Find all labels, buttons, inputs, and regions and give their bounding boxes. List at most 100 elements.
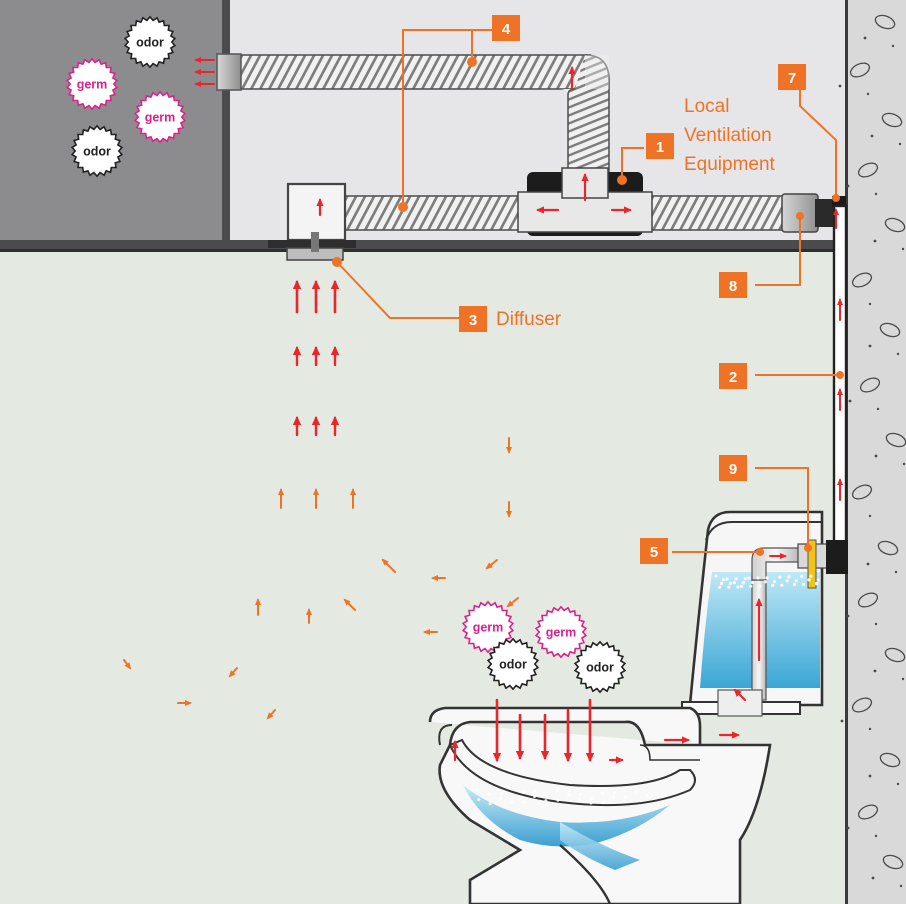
airflow-arrow-icon — [306, 608, 312, 624]
badge-number: 3 — [469, 312, 477, 329]
airflow-arrow-icon — [266, 709, 276, 720]
badge-number: 8 — [729, 278, 737, 295]
exhaust-outlet-grille — [216, 53, 242, 91]
odor-label: odor — [499, 658, 527, 672]
concrete-wall — [838, 0, 906, 904]
germ-cloud-icon: germ — [133, 90, 187, 144]
diffuser — [268, 182, 356, 261]
germ-cloud-icon: germ — [65, 57, 119, 111]
airflow-arrow-icon — [837, 388, 843, 411]
airflow-arrow-icon — [568, 66, 576, 90]
airflow-arrow-icon — [755, 598, 763, 662]
airflow-arrow-icon — [769, 553, 787, 559]
badge-diffuser: 3 — [459, 306, 487, 332]
leader-dots — [332, 57, 844, 556]
odor-cloud-icon: odor — [573, 640, 627, 694]
tank-bubbles — [476, 574, 820, 806]
toilet — [428, 510, 848, 904]
airflow-arrow-icon — [663, 736, 690, 744]
airflow-arrow-icon — [292, 280, 302, 314]
airflow-red-arrows — [194, 57, 843, 764]
airflow-arrow-icon — [506, 501, 512, 518]
adjacent-dark-room — [0, 0, 225, 245]
odor-cloud-icon: odor — [486, 637, 540, 691]
ceiling-joist — [0, 240, 845, 249]
odor-cloud-icon: odor — [70, 124, 124, 178]
germ-label: germ — [145, 111, 176, 125]
airflow-arrow-icon — [330, 416, 340, 437]
airflow-orange-arrows — [123, 437, 519, 720]
badge-tank-elbow-fitting: 5 — [640, 538, 668, 564]
flexible-duct-upper — [237, 54, 610, 179]
airflow-arrow-icon — [431, 575, 446, 581]
odor-cloud-icon: odor — [123, 15, 177, 69]
airflow-arrow-icon — [515, 713, 525, 760]
airflow-arrow-icon — [837, 298, 843, 321]
leader-lines — [336, 29, 840, 553]
airflow-arrow-icon — [492, 698, 502, 762]
airflow-arrow-icon — [585, 698, 595, 762]
airflow-arrow-icon — [837, 478, 843, 501]
airflow-arrow-icon — [194, 81, 215, 87]
odor-label: odor — [83, 145, 111, 159]
airflow-arrow-icon — [316, 198, 324, 217]
airflow-arrow-icon — [343, 598, 356, 611]
airflow-arrow-icon — [278, 488, 284, 509]
airflow-arrow-icon — [536, 206, 560, 214]
airflow-arrow-icon — [540, 713, 550, 760]
badge-number: 7 — [788, 70, 796, 87]
badge-flexible-duct: 4 — [492, 15, 520, 41]
airflow-arrow-icon — [292, 346, 302, 367]
airflow-arrow-icon — [506, 437, 512, 454]
airflow-arrow-icon — [381, 558, 396, 573]
airflow-arrow-icon — [733, 688, 747, 702]
airflow-arrow-icon — [485, 559, 498, 570]
odor-label: odor — [136, 36, 164, 50]
equipment-callout: Local Ventilation Equipment — [684, 96, 776, 175]
airflow-arrow-icon — [581, 173, 589, 202]
badge-vertical-vent-pipe: 2 — [719, 363, 747, 389]
airflow-arrow-icon — [194, 57, 215, 63]
airflow-arrow-icon — [292, 416, 302, 437]
equipment-label-line2: Ventilation — [684, 125, 772, 146]
airflow-arrow-icon — [311, 280, 321, 314]
germ-cloud-icon: germ — [534, 605, 588, 659]
badge-number: 9 — [729, 461, 737, 478]
germ-label: germ — [546, 626, 577, 640]
airflow-arrow-icon — [123, 659, 132, 670]
airflow-arrow-icon — [194, 69, 215, 75]
odor-label: odor — [586, 661, 614, 675]
airflow-arrow-icon — [563, 708, 573, 762]
germ-label: germ — [473, 621, 504, 635]
airflow-arrow-icon — [833, 208, 839, 229]
airflow-arrow-icon — [311, 346, 321, 367]
equipment-label-line3: Equipment — [684, 154, 776, 175]
diffuser-label: Diffuser — [496, 309, 562, 330]
badge-duct-end-cap: 8 — [719, 272, 747, 298]
airflow-arrow-icon — [177, 700, 192, 706]
airflow-arrow-icon — [718, 731, 740, 739]
ceiling-wall-stud — [222, 0, 230, 248]
airflow-arrow-icon — [350, 488, 356, 509]
germ-cloud-icon: germ — [461, 600, 515, 654]
airflow-arrow-icon — [255, 598, 261, 616]
airflow-arrow-icon — [423, 629, 438, 635]
equipment-label-line1: Local — [684, 96, 729, 117]
germ-label: germ — [77, 78, 108, 92]
airflow-arrow-icon — [451, 740, 459, 762]
badge-wall-connection: 7 — [778, 64, 806, 90]
airflow-arrow-icon — [330, 346, 340, 367]
airflow-arrow-icon — [608, 756, 624, 764]
badge-tank-wall-fitting: 9 — [719, 455, 747, 481]
airflow-arrow-icon — [610, 206, 632, 214]
airflow-arrow-icon — [313, 488, 319, 509]
airflow-arrow-icon — [330, 280, 340, 314]
badge-number: 2 — [729, 369, 737, 386]
badge-number: 1 — [656, 139, 664, 156]
badge-number: 5 — [650, 544, 658, 561]
airflow-arrow-icon — [506, 597, 519, 608]
badge-local-ventilation-equipment: 1 — [646, 133, 674, 159]
airflow-arrow-icon — [228, 667, 238, 678]
